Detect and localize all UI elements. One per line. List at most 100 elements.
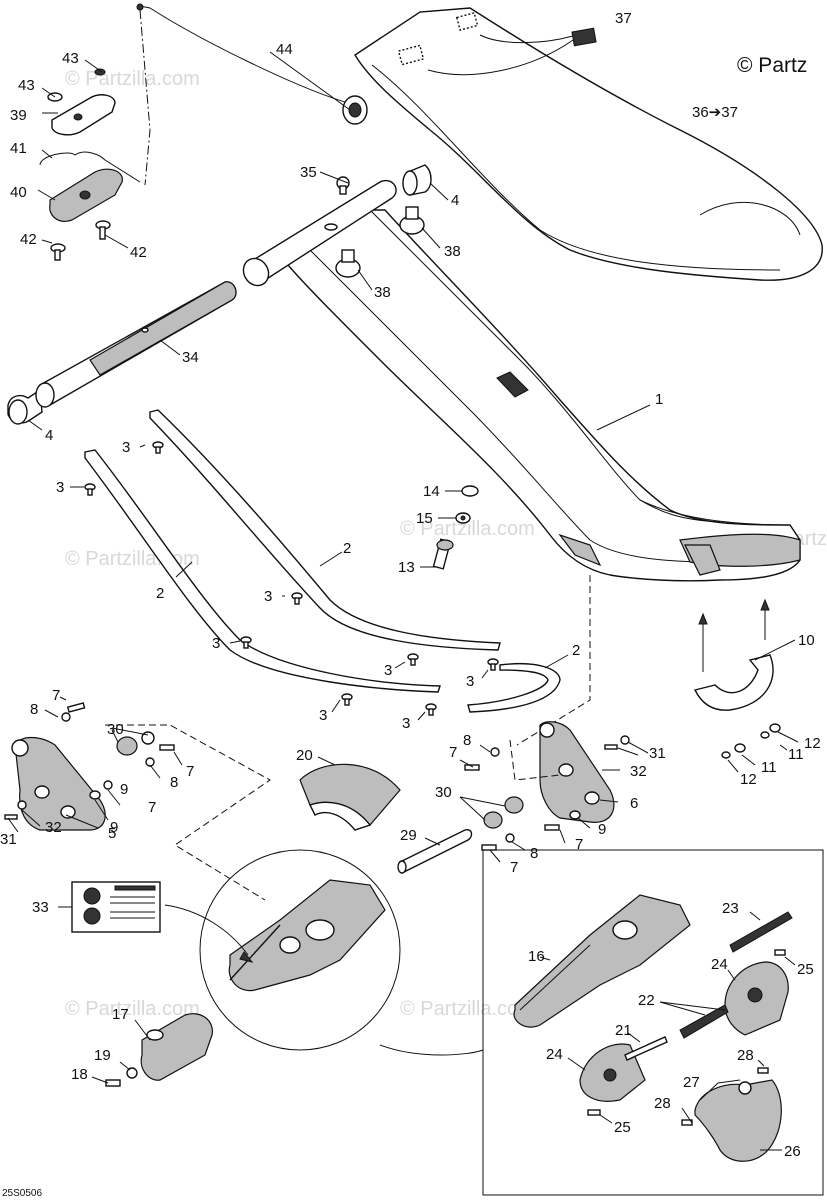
- bolt-part[interactable]: [774, 949, 786, 956]
- callout-label: 16: [528, 948, 545, 965]
- cable-part[interactable]: [136, 3, 368, 125]
- callout-label: 44: [276, 41, 293, 58]
- spacer-part[interactable]: [141, 731, 155, 745]
- washer-part[interactable]: [103, 780, 113, 790]
- grip-rod-part[interactable]: [729, 911, 793, 953]
- screw-part[interactable]: [407, 653, 419, 666]
- bolt-part[interactable]: [4, 814, 18, 820]
- callout-label: 31: [649, 745, 666, 762]
- callout-label: 17: [112, 1006, 129, 1023]
- callout-label: 3: [122, 439, 130, 456]
- callout-label: 2: [343, 540, 351, 557]
- callout-label: 7: [148, 799, 156, 816]
- washer-part[interactable]: [61, 712, 71, 722]
- nut-part[interactable]: [569, 810, 581, 820]
- warning-label-part[interactable]: [71, 881, 161, 933]
- callout-label: 43: [18, 77, 35, 94]
- callout-label: 9: [598, 821, 606, 838]
- bolt-part[interactable]: [159, 744, 175, 751]
- shock-cover-part[interactable]: [299, 763, 401, 831]
- callout-label: 22: [638, 992, 655, 1009]
- bolt-part[interactable]: [66, 702, 86, 713]
- bolt-part[interactable]: [587, 1109, 601, 1116]
- clip-part[interactable]: [693, 654, 774, 711]
- wear-strip-part[interactable]: [149, 409, 501, 651]
- wear-strip-part[interactable]: [467, 663, 561, 713]
- housing-part[interactable]: [724, 961, 789, 1036]
- callout-label: 25: [797, 961, 814, 978]
- bushing-part[interactable]: [402, 164, 432, 196]
- bolt-part[interactable]: [95, 220, 111, 240]
- bolt-part[interactable]: [105, 1079, 121, 1087]
- washer-part[interactable]: [145, 757, 155, 767]
- bolt-part[interactable]: [50, 243, 66, 261]
- stud-part[interactable]: [432, 538, 454, 570]
- axle-shaft-part[interactable]: [35, 281, 237, 408]
- callout-label: 33: [32, 899, 49, 916]
- pivot-pin-part[interactable]: [397, 828, 473, 874]
- bolt-part[interactable]: [481, 844, 497, 851]
- screw-part[interactable]: [152, 441, 164, 454]
- shock-body-part[interactable]: [513, 894, 691, 1028]
- callout-label: 24: [711, 956, 728, 973]
- nut-part[interactable]: [94, 68, 106, 76]
- screw-part[interactable]: [240, 636, 252, 649]
- spacer-part[interactable]: [116, 736, 138, 756]
- runner-frame-part[interactable]: [287, 209, 801, 582]
- callout-label: 7: [449, 744, 457, 761]
- screw-part[interactable]: [291, 592, 303, 605]
- bumper-part[interactable]: [335, 249, 361, 278]
- callout-label: 4: [45, 427, 53, 444]
- washer-part[interactable]: [620, 735, 630, 745]
- cross-tube-part[interactable]: [239, 179, 397, 291]
- spacer-part[interactable]: [483, 811, 503, 829]
- bolt-part[interactable]: [544, 824, 560, 831]
- ski-part[interactable]: [354, 7, 823, 281]
- bolt-part[interactable]: [769, 723, 781, 733]
- bolt-part[interactable]: [757, 1067, 769, 1074]
- washer-part[interactable]: [17, 800, 27, 810]
- callout-label: 32: [45, 819, 62, 836]
- spacer-part[interactable]: [504, 796, 524, 814]
- washer-part[interactable]: [490, 747, 500, 757]
- callout-label: 34: [182, 349, 199, 366]
- shock-bracket-part[interactable]: [539, 721, 615, 823]
- callout-label: 8: [530, 845, 538, 862]
- callout-label: 37: [615, 10, 632, 27]
- callout-label: 3: [56, 479, 64, 496]
- bracket-part[interactable]: [694, 1079, 782, 1162]
- bumper-part[interactable]: [399, 206, 425, 235]
- shock-bracket-part[interactable]: [11, 736, 106, 831]
- bushing-part[interactable]: [7, 388, 43, 425]
- screw-part[interactable]: [84, 483, 96, 496]
- callout-label: 28: [737, 1047, 754, 1064]
- bolt-part[interactable]: [604, 744, 618, 750]
- screw-part[interactable]: [425, 703, 437, 716]
- washer-part[interactable]: [760, 731, 770, 739]
- callout-label: 27: [683, 1074, 700, 1091]
- screw-part[interactable]: [341, 693, 353, 706]
- bolt-part[interactable]: [734, 743, 746, 753]
- rod-part[interactable]: [624, 1036, 668, 1061]
- callout-label: 24: [546, 1046, 563, 1063]
- screw-part[interactable]: [487, 658, 499, 671]
- callout-label: 42: [20, 231, 37, 248]
- callout-label: 13: [398, 559, 415, 576]
- spring-clip-part[interactable]: [39, 151, 141, 183]
- bolt-part[interactable]: [464, 764, 480, 771]
- spring-part[interactable]: [679, 1004, 729, 1039]
- callout-label: 30: [435, 784, 452, 801]
- bracket-block-part[interactable]: [49, 168, 123, 222]
- washer-part[interactable]: [505, 833, 515, 843]
- callout-label: 31: [0, 831, 17, 848]
- callout-label: 12: [804, 735, 821, 752]
- nut-part[interactable]: [89, 790, 101, 800]
- washer-part[interactable]: [455, 512, 471, 524]
- washer-part[interactable]: [721, 751, 731, 759]
- bracket-plate-part[interactable]: [51, 94, 116, 136]
- wear-strip-part[interactable]: [84, 449, 441, 693]
- shock-mount-part[interactable]: [140, 1013, 213, 1081]
- nut-part[interactable]: [461, 485, 479, 497]
- washer-part[interactable]: [126, 1067, 138, 1079]
